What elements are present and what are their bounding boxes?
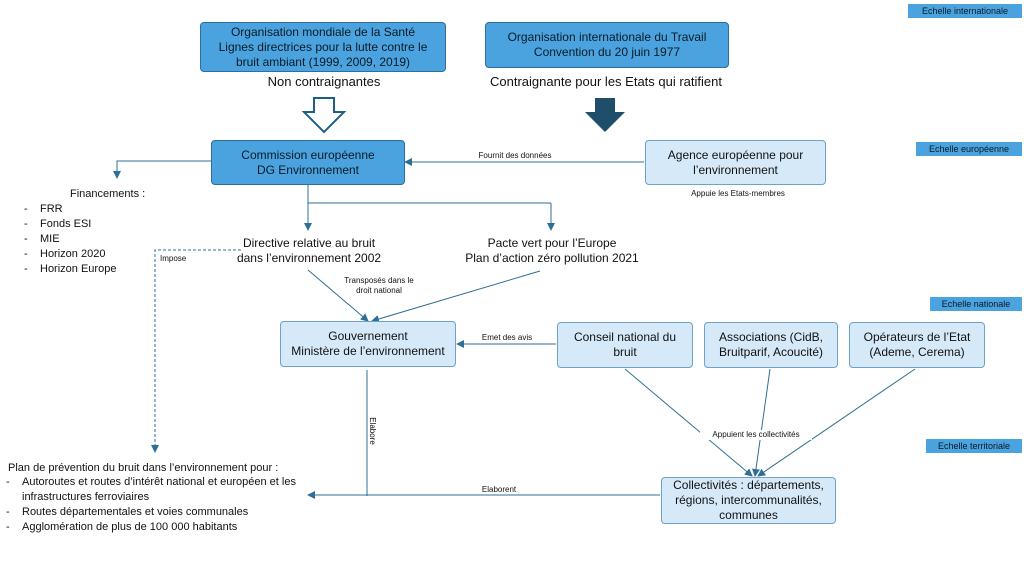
edge-cnb-coll (624, 368, 753, 477)
box-cnb: Conseil national du bruit (557, 322, 693, 368)
scale-european: Echelle européenne (916, 142, 1022, 156)
edge-financements (113, 160, 211, 179)
edge-label-emet: Emet des avis (481, 333, 533, 342)
label-pacte: Pacte vert pour l’Europe Plan d’action z… (465, 236, 639, 265)
label-contraignante: Contraignante pour les Etats qui ratifie… (490, 74, 722, 89)
financement-item: Horizon Europe (24, 262, 154, 277)
ppbe-list: Autoroutes et routes d’intérêt national … (6, 475, 306, 535)
edge-label-elaborent: Elaborent (481, 485, 517, 494)
solid-down-arrow-icon (585, 98, 625, 132)
edge-label-transposes: Transposés dans le droit national (344, 276, 414, 295)
box-associations: Associations (CidB, Bruitparif, Acoucité… (704, 322, 838, 368)
box-operateurs: Opérateurs de l’Etat (Ademe, Cerema) (849, 322, 985, 368)
scale-national: Echelle nationale (930, 297, 1022, 311)
ppbe-title: Plan de prévention du bruit dans l’envir… (8, 462, 279, 474)
financement-item: FRR (24, 202, 154, 217)
financement-item: Horizon 2020 (24, 247, 154, 262)
label-non-contraignantes: Non contraignantes (267, 74, 381, 89)
edge-impose (151, 249, 241, 453)
ppbe-item: Agglomération de plus de 100 000 habitan… (6, 520, 306, 535)
ppbe-item: Autoroutes et routes d’intérêt national … (6, 475, 306, 505)
financement-item: Fonds ESI (24, 217, 154, 232)
ppbe-item-text: Agglomération de plus de 100 000 habitan… (22, 521, 238, 533)
edge-label-appuie-etats: Appuie les Etats-membres (691, 189, 785, 198)
box-gouvernement: Gouvernement Ministère de l’environnemen… (280, 321, 456, 367)
edge-label-fournit: Fournit des données (478, 151, 552, 160)
ppbe-item: Routes départementales et voies communal… (6, 505, 306, 520)
box-agence: Agence européenne pour l’environnement (645, 140, 826, 185)
edge-label-appuient: Appuient les collectivités (700, 430, 812, 440)
edge-label-elabore: Elabore (368, 417, 377, 445)
box-oms: Organisation mondiale de la Santé Lignes… (200, 22, 446, 72)
financement-item: MIE (24, 232, 154, 247)
edge-commission-branch (307, 185, 551, 204)
ppbe-item-text: Autoroutes et routes d’intérêt national … (22, 476, 296, 503)
box-commission: Commission européenne DG Environnement (211, 140, 405, 185)
box-oit: Organisation internationale du Travail C… (485, 22, 729, 68)
scale-territorial: Echelle territoriale (926, 439, 1022, 453)
financements-title: Financements : (70, 188, 146, 200)
edge-pacte-gov (371, 270, 541, 323)
edge-directive-gov (307, 269, 369, 322)
label-directive: Directive relative au bruit dans l’envir… (236, 236, 382, 265)
financements-list: FRR Fonds ESI MIE Horizon 2020 Horizon E… (24, 202, 154, 277)
edge-assoc-coll (752, 368, 771, 477)
hollow-down-arrow-icon (301, 97, 347, 134)
box-collectivites: Collectivités : départements, régions, i… (661, 477, 836, 524)
scale-international: Echelle internationale (908, 4, 1022, 18)
edge-label-impose: Impose (160, 254, 187, 263)
ppbe-item-text: Routes départementales et voies communal… (22, 506, 249, 518)
edge-oper-coll (757, 368, 916, 477)
